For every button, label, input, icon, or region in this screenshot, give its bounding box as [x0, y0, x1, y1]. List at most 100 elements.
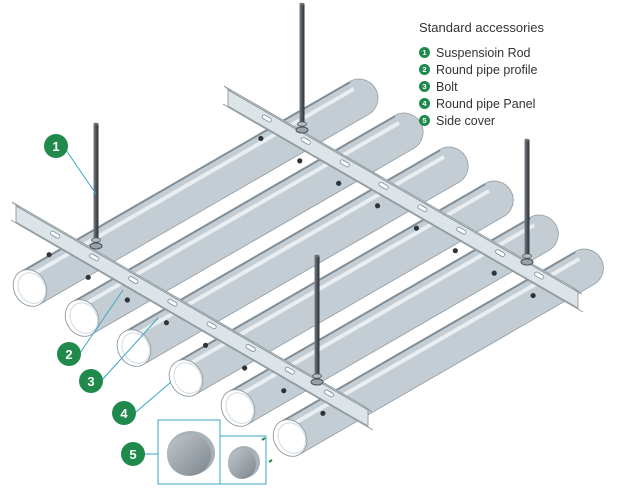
rod-shaft [93, 124, 99, 246]
rod-washer [91, 237, 101, 243]
callout-badge-2 [57, 342, 81, 366]
profile-slot [339, 159, 350, 168]
rod-top [314, 254, 320, 258]
legend-badge-5: 5 [419, 115, 430, 126]
bolt-icon [124, 297, 130, 303]
legend-item-side-cover: 5 Side cover [419, 112, 544, 129]
profile-bottom-flange [222, 103, 584, 313]
callout-badge-4 [112, 401, 136, 425]
callout-badge-1 [44, 134, 68, 158]
bolt-icon [452, 248, 458, 254]
pipe-end-rim [17, 272, 47, 304]
callout-lines [65, 149, 172, 455]
side-cover-disc-large [167, 434, 211, 476]
legend-item-bolt: 3 Bolt [419, 78, 544, 95]
profile-top-flange [223, 85, 583, 295]
rod-nut [89, 242, 103, 250]
legend-item-suspension-rod: 1 Suspensioin Rod [419, 44, 544, 61]
side-cover-tab-icon [261, 437, 266, 441]
side-cover-disc-small [228, 449, 256, 479]
rod-nut [310, 378, 324, 386]
pipe-body [123, 146, 469, 366]
profile-slot [128, 276, 139, 284]
rod-washer [312, 373, 322, 379]
profile-slot [378, 181, 389, 190]
pipe-end-cap [220, 389, 256, 427]
profile-top-flange [11, 201, 373, 413]
suspension-rod [520, 138, 534, 266]
rod-top [524, 138, 530, 142]
pipe-end-rim [173, 362, 203, 394]
callout-line-2 [79, 289, 124, 354]
profile-slot [167, 298, 178, 307]
bolt-icon [163, 320, 170, 326]
legend-badge-3: 3 [419, 81, 430, 92]
suspension-rod [310, 254, 324, 386]
legend-item-round-pipe-panel: 4 Round pipe Panel [419, 95, 544, 112]
callout-number-4: 4 [120, 406, 128, 421]
legend-label-2: Round pipe profile [436, 62, 538, 77]
callout-number-5: 5 [129, 447, 136, 462]
bolt-icon [202, 342, 209, 348]
callout-number-3: 3 [87, 374, 94, 389]
profile-slot [261, 114, 272, 123]
profile-slot [417, 204, 428, 213]
round-pipe-profile [222, 85, 584, 313]
bolt-icon [85, 274, 91, 280]
callout-badge-3 [79, 369, 103, 393]
bolt-icon [281, 388, 287, 394]
side-cover-detail [157, 419, 273, 485]
callout-number-2: 2 [65, 347, 72, 362]
suspension-rods [89, 2, 534, 386]
legend-label-3: Bolt [436, 79, 458, 94]
pipe-end-cap [64, 299, 100, 337]
rod-washer [522, 253, 532, 259]
bolt-icon [491, 270, 497, 276]
profile-slot [284, 366, 295, 375]
bolt-icon [46, 252, 52, 258]
standard-accessories-legend: Standard accessories 1 Suspensioin Rod 2… [419, 20, 544, 129]
legend-item-round-pipe-profile: 2 Round pipe profile [419, 61, 544, 78]
bolt-icon [413, 225, 420, 231]
legend-badge-4: 4 [419, 98, 430, 109]
profile-slot [495, 249, 506, 258]
callout-badge-5 [121, 442, 145, 466]
bolt-icon [242, 365, 248, 371]
rod-shaft [314, 256, 320, 382]
rod-shaft [299, 4, 305, 130]
pipe-body [175, 180, 514, 396]
profile-slot [245, 344, 256, 352]
bolt-icon [258, 135, 264, 142]
pipe-end-rim [277, 422, 307, 454]
pipe-end-cap [116, 329, 152, 367]
pipe-body [227, 214, 559, 426]
profile-slot [323, 389, 334, 398]
callout-badges: 1 2 3 4 5 [44, 134, 145, 466]
legend-title: Standard accessories [419, 20, 545, 35]
pipe-end-cap [272, 419, 308, 457]
legend-label-5: Side cover [436, 113, 496, 128]
legend-label-1: Suspensioin Rod [436, 45, 531, 60]
bolt-icon [320, 410, 326, 416]
profile-slot [50, 230, 61, 239]
pipe-body [279, 248, 604, 456]
profile-bottom-flange [10, 219, 374, 431]
rod-shaft [524, 140, 530, 262]
legend-label-4: Round pipe Panel [436, 96, 536, 111]
profile-slot [456, 226, 467, 235]
pipe-end-rim [225, 392, 255, 424]
callout-line-1 [65, 149, 97, 195]
suspension-rod [295, 2, 309, 134]
pipe-end-cap [168, 359, 204, 397]
round-pipe-profile [10, 201, 374, 431]
profile-slot [300, 136, 311, 145]
legend-badge-1: 1 [419, 47, 430, 58]
callout-line-4 [135, 381, 172, 413]
rod-top [93, 122, 99, 126]
profile-slot [89, 253, 100, 262]
callout-number-1: 1 [52, 139, 59, 154]
rod-washer [297, 121, 307, 127]
profile-slot [534, 271, 545, 280]
rod-top [299, 2, 305, 6]
